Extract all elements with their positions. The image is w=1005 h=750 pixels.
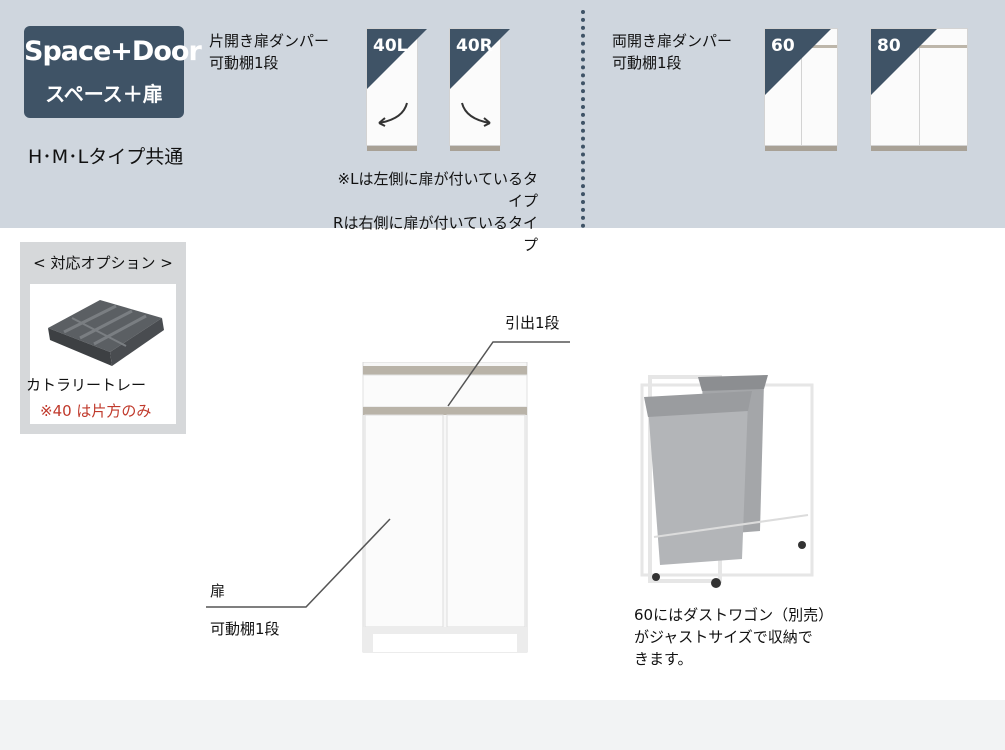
variant-corner-flag — [450, 29, 510, 89]
variant-80-thumb: 80 — [870, 28, 968, 151]
lr-note: ※Lは左側に扉が付いているタイプ Rは右側に扉が付いているタイプ — [330, 168, 538, 256]
single-door-desc: 片開き扉ダンパー 可動棚1段 — [209, 30, 329, 74]
cabinet-illustration — [362, 362, 528, 653]
drawer-label: 引出1段 — [505, 314, 560, 332]
plinth — [450, 146, 500, 151]
swing-right-arrow-icon — [461, 102, 491, 127]
brand-title: Space+Door — [24, 36, 202, 67]
plinth — [765, 146, 837, 151]
lr-note-line1: ※Lは左側に扉が付いているタイプ — [337, 170, 538, 210]
wagon-note-line2: がジャストサイズで収納で — [634, 628, 813, 646]
option-item-note: ※40 は片方のみ — [40, 402, 152, 420]
lr-note-line2: Rは右側に扉が付いているタイプ — [333, 214, 538, 254]
option-title: < 対応オプション > — [33, 254, 173, 272]
variant-40r-label: 40R — [456, 36, 493, 56]
cutlery-tray-image — [48, 300, 164, 366]
double-door-line2: 可動棚1段 — [612, 54, 682, 72]
brand-subtitle: スペース＋扉 — [45, 82, 163, 106]
type-note: H･M･Lタイプ共通 — [28, 146, 184, 168]
door-split-line — [919, 47, 920, 145]
wagon-note: 60にはダストワゴン（別売） がジャストサイズで収納で きます。 — [634, 604, 833, 670]
variant-corner-flag — [765, 29, 831, 95]
variant-80-label: 80 — [877, 36, 901, 56]
variant-40l-thumb: 40L — [366, 28, 427, 151]
variant-40r-thumb: 40R — [449, 28, 510, 151]
option-image-panel — [30, 284, 176, 424]
brand-badge: Space+Door スペース＋扉 — [24, 26, 202, 118]
variant-60-thumb: 60 — [764, 28, 838, 151]
single-door-line1: 片開き扉ダンパー — [209, 32, 330, 50]
door-split-line — [801, 47, 802, 145]
option-item-label: カトラリートレー — [26, 376, 147, 394]
footer-band — [0, 700, 1005, 750]
plinth — [871, 146, 967, 151]
variant-60-label: 60 — [771, 36, 795, 56]
double-door-line1: 両開き扉ダンパー — [612, 32, 733, 50]
wagon-note-line1: 60にはダストワゴン（別売） — [634, 606, 834, 624]
single-door-line2: 可動棚1段 — [209, 54, 279, 72]
door-label: 扉 — [210, 582, 226, 600]
variant-corner-flag — [871, 29, 937, 95]
variant-corner-flag — [367, 29, 427, 89]
variant-40l-label: 40L — [373, 36, 408, 56]
plinth — [367, 146, 417, 151]
leader-lines — [206, 341, 570, 608]
swing-left-arrow-icon — [378, 102, 408, 127]
shelf-label: 可動棚1段 — [210, 620, 280, 638]
header-divider — [581, 10, 585, 228]
double-door-desc: 両開き扉ダンパー 可動棚1段 — [612, 30, 732, 74]
dust-wagon-image — [640, 375, 814, 588]
wagon-note-line3: きます。 — [634, 650, 693, 668]
